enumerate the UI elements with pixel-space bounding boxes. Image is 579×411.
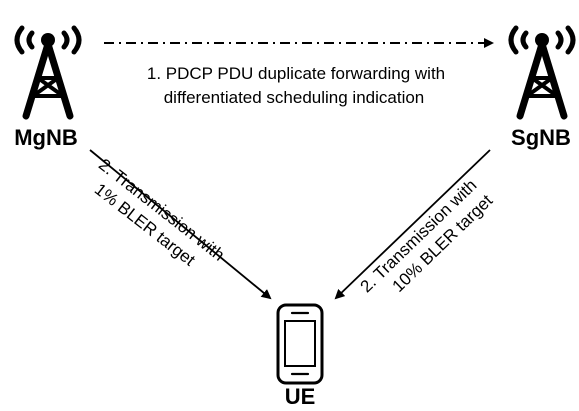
ue-smartphone-icon — [276, 303, 324, 385]
sgnb-to-ue-label: 2. Transmission with 10% BLER target — [357, 176, 497, 297]
sgnb-label: SgNB — [511, 125, 571, 150]
mgnb-label: MgNB — [14, 125, 78, 150]
mgnb-to-ue-arrow — [89, 149, 272, 300]
forwarding-label-line1: 1. PDCP PDU duplicate forwarding with — [147, 64, 445, 83]
sgnb-tower-icon — [508, 25, 576, 120]
forwarding-label-line2: differentiated scheduling indication — [164, 88, 425, 107]
sgnb-to-ue-arrow — [334, 149, 491, 300]
ue-label: UE — [285, 384, 316, 409]
mgnb-to-ue-label: 2. Transmission with 1% BLER target — [91, 155, 228, 270]
mgnb-tower-icon — [14, 25, 82, 120]
